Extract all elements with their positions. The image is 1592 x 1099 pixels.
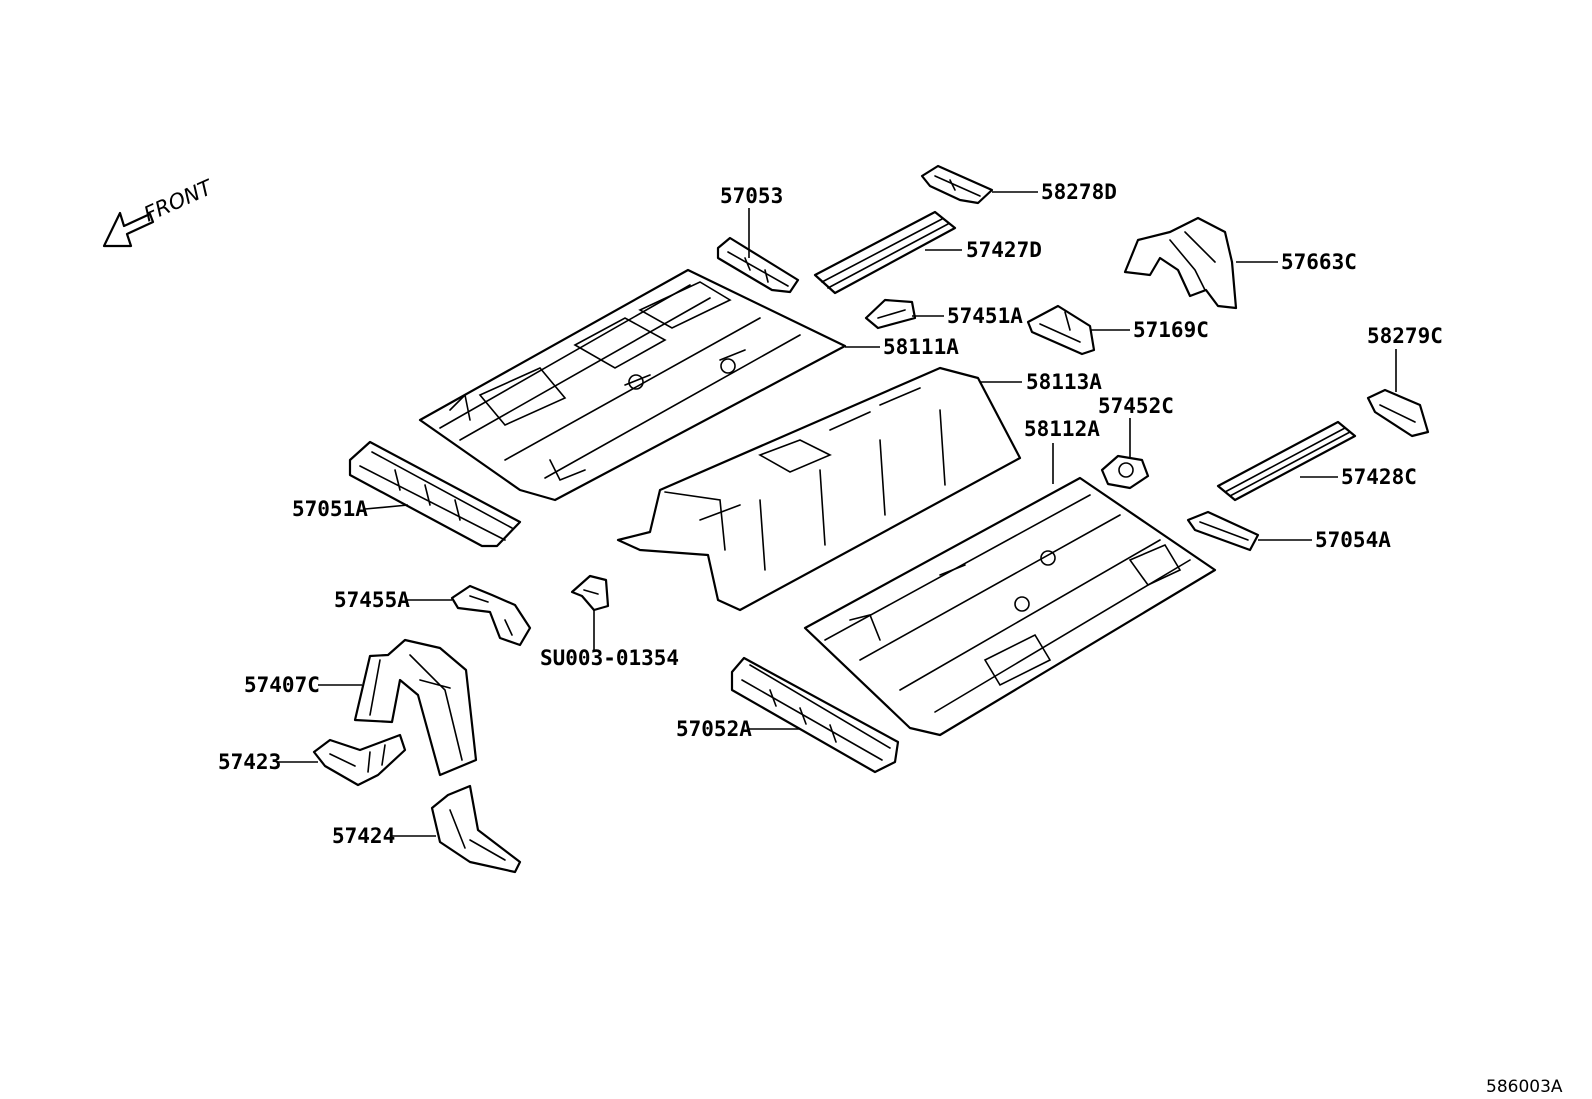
part-57455A-bracket[interactable] bbox=[450, 584, 532, 647]
front-label: FRONT bbox=[140, 175, 217, 227]
part-57052A-sill-member[interactable] bbox=[730, 656, 900, 774]
part-label-57053: 57053 bbox=[720, 184, 783, 208]
part-label-57054A: 57054A bbox=[1315, 528, 1391, 552]
part-label-58279C: 58279C bbox=[1367, 324, 1443, 348]
part-57451A-bracket[interactable] bbox=[864, 298, 917, 330]
part-label-57169C: 57169C bbox=[1133, 318, 1209, 342]
part-label-58278D: 58278D bbox=[1041, 180, 1117, 204]
part-label-58111A: 58111A bbox=[883, 335, 959, 359]
part-label-57428C: 57428C bbox=[1341, 465, 1417, 489]
part-label-57424: 57424 bbox=[332, 824, 395, 848]
part-label-57452C: 57452C bbox=[1098, 394, 1174, 418]
part-57169C-bracket[interactable] bbox=[1026, 304, 1096, 356]
part-57051A-sill-member[interactable] bbox=[348, 440, 522, 548]
part-57424-bracket[interactable] bbox=[430, 784, 522, 874]
part-57423-bracket[interactable] bbox=[312, 733, 407, 787]
part-57428C-cross-member[interactable] bbox=[1216, 420, 1357, 502]
part-58112A-rear-floor-pan[interactable] bbox=[803, 476, 1217, 737]
part-57054A-bracket[interactable] bbox=[1186, 510, 1260, 552]
part-label-57455A: 57455A bbox=[334, 588, 410, 612]
diagram-reference: 586003A bbox=[1486, 1077, 1563, 1097]
part-label-SU003-01354: SU003-01354 bbox=[540, 646, 679, 670]
part-57407C-pillar-panel[interactable] bbox=[353, 638, 478, 777]
part-label-58112A: 58112A bbox=[1024, 417, 1100, 441]
front-indicator: FRONT bbox=[102, 175, 218, 248]
part-57452C-pad[interactable] bbox=[1100, 454, 1150, 490]
part-label-57051A: 57051A bbox=[292, 497, 368, 521]
part-58279C-bracket[interactable] bbox=[1366, 388, 1430, 438]
part-label-57052A: 57052A bbox=[676, 717, 752, 741]
part-label-57423: 57423 bbox=[218, 750, 281, 774]
part-label-58113A: 58113A bbox=[1026, 370, 1102, 394]
part-57427D-cross-member[interactable] bbox=[813, 210, 957, 295]
part-label-57663C: 57663C bbox=[1281, 250, 1357, 274]
part-57053-bracket[interactable] bbox=[716, 236, 800, 294]
part-label-57451A: 57451A bbox=[947, 304, 1023, 328]
part-SU003-01354-bracket[interactable] bbox=[570, 574, 610, 612]
part-label-57407C: 57407C bbox=[244, 673, 320, 697]
part-58111A-front-floor-pan[interactable] bbox=[418, 268, 847, 502]
front-arrow-icon bbox=[102, 211, 155, 248]
part-57663C-wheelhouse[interactable] bbox=[1123, 216, 1238, 310]
part-58113A-center-floor[interactable] bbox=[616, 366, 1022, 612]
part-58278D-bracket[interactable] bbox=[920, 164, 994, 205]
part-label-57427D: 57427D bbox=[966, 238, 1042, 262]
